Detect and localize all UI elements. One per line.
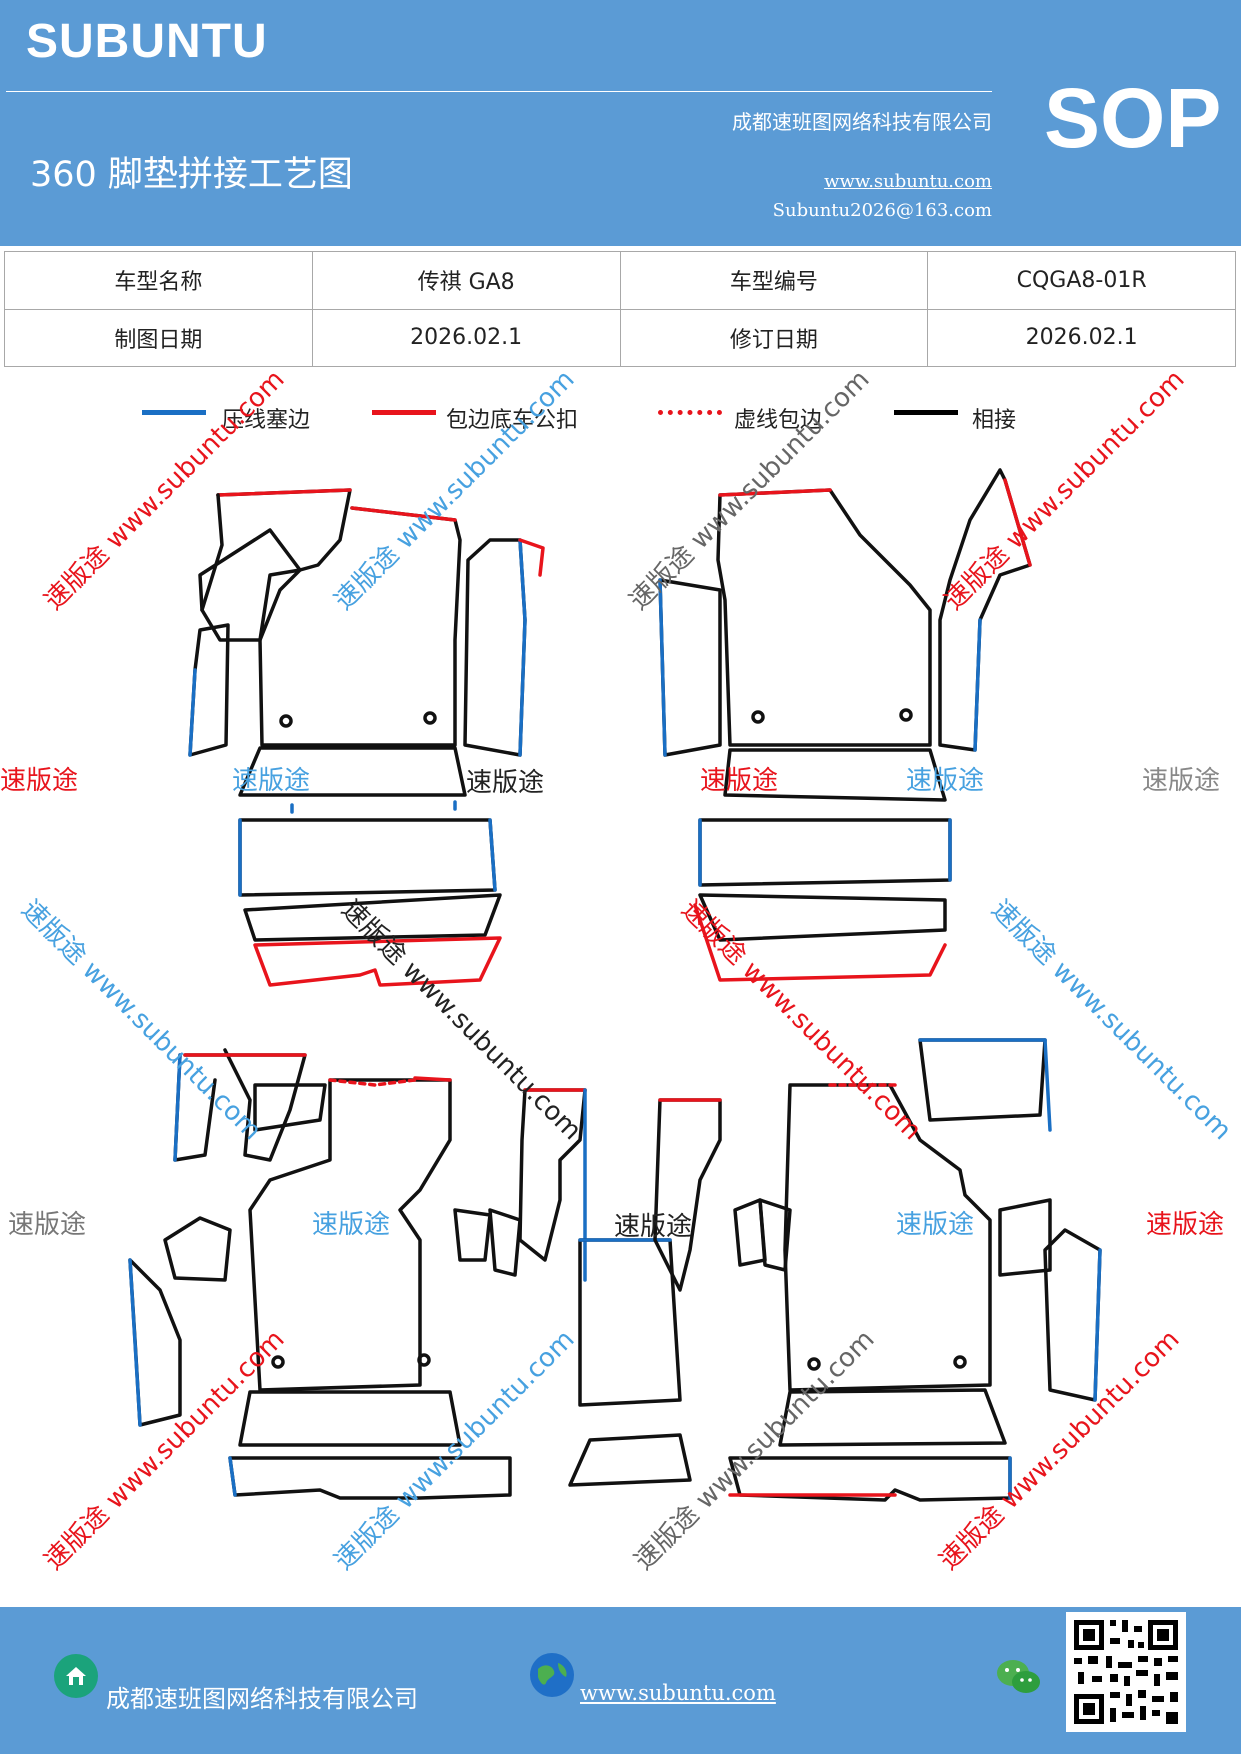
vehicle-info-table: 车型名称 传祺 GA8 车型编号 CQGA8-01R 制图日期 2026.02.… xyxy=(4,251,1236,367)
mat-rear-left xyxy=(128,1048,587,1500)
home-icon xyxy=(54,1654,98,1698)
legend-line-black xyxy=(894,410,958,415)
model-code-label: 车型编号 xyxy=(619,251,929,310)
legend: 压线塞边 包边底车公扣 虚线包边 相接 xyxy=(0,396,1241,436)
legend-line-red xyxy=(372,410,436,415)
header-banner: SUBUNTU 360 脚垫拼接工艺图 成都速班图网络科技有限公司 www.su… xyxy=(0,0,1241,246)
draw-date-value: 2026.02.1 xyxy=(311,308,621,367)
footer-company: 成都速班图网络科技有限公司 xyxy=(106,1685,418,1713)
globe-icon xyxy=(530,1653,574,1697)
watermark-brand: 速版途 xyxy=(8,1210,87,1240)
watermark-brand: 速版途 xyxy=(312,1210,391,1240)
watermark-brand: 速版途 xyxy=(700,766,779,796)
watermark-brand: 速版途 xyxy=(232,766,311,796)
model-name-value: 传祺 GA8 xyxy=(311,251,621,310)
brand-logo: SUBUNTU xyxy=(26,15,268,68)
footer-website-link[interactable]: www.subuntu.com xyxy=(580,1681,776,1705)
legend-label: 压线塞边 xyxy=(222,408,311,433)
company-name: 成都速班图网络科技有限公司 xyxy=(732,110,992,134)
legend-line-red-dotted xyxy=(658,410,722,415)
mat-rear-right xyxy=(653,1038,1102,1502)
footer: 成都速班图网络科技有限公司 www.subuntu.com xyxy=(0,1607,1241,1754)
revise-date-label: 修订日期 xyxy=(619,308,929,367)
sop-badge: SOP xyxy=(1044,71,1222,165)
watermark-brand: 速版途 xyxy=(614,1212,693,1242)
table-row: 车型名称 传祺 GA8 车型编号 CQGA8-01R xyxy=(4,251,1236,310)
model-code-value: CQGA8-01R xyxy=(927,251,1236,310)
legend-label: 相接 xyxy=(972,408,1017,433)
legend-label: 虚线包边 xyxy=(734,408,823,433)
watermark-brand: 速版途 xyxy=(1146,1210,1225,1240)
watermark-brand: 速版途 xyxy=(896,1210,975,1240)
website-link[interactable]: www.subuntu.com xyxy=(824,171,992,192)
floor-mat-diagram xyxy=(128,468,1102,1502)
legend-line-blue xyxy=(142,410,206,415)
page-title: 360 脚垫拼接工艺图 xyxy=(30,155,353,195)
watermark-brand: 速版途 xyxy=(1142,766,1221,796)
table-row: 制图日期 2026.02.1 修订日期 2026.02.1 xyxy=(4,308,1236,367)
watermark-brand: 速版途 xyxy=(466,768,545,798)
wechat-icon xyxy=(997,1660,1040,1693)
draw-date-label: 制图日期 xyxy=(4,308,313,367)
legend-label: 包边底车公扣 xyxy=(446,408,579,433)
header-divider xyxy=(6,91,992,92)
mat-front-right xyxy=(658,468,1032,982)
watermark-brand: 速版途 xyxy=(906,766,985,796)
model-name-label: 车型名称 xyxy=(4,251,313,310)
watermark-brand: 速版途 xyxy=(0,766,79,796)
qr-code xyxy=(1066,1612,1186,1732)
revise-date-value: 2026.02.1 xyxy=(927,308,1236,367)
mat-front-left xyxy=(188,488,545,987)
email-address: Subuntu2026@163.com xyxy=(772,200,992,221)
